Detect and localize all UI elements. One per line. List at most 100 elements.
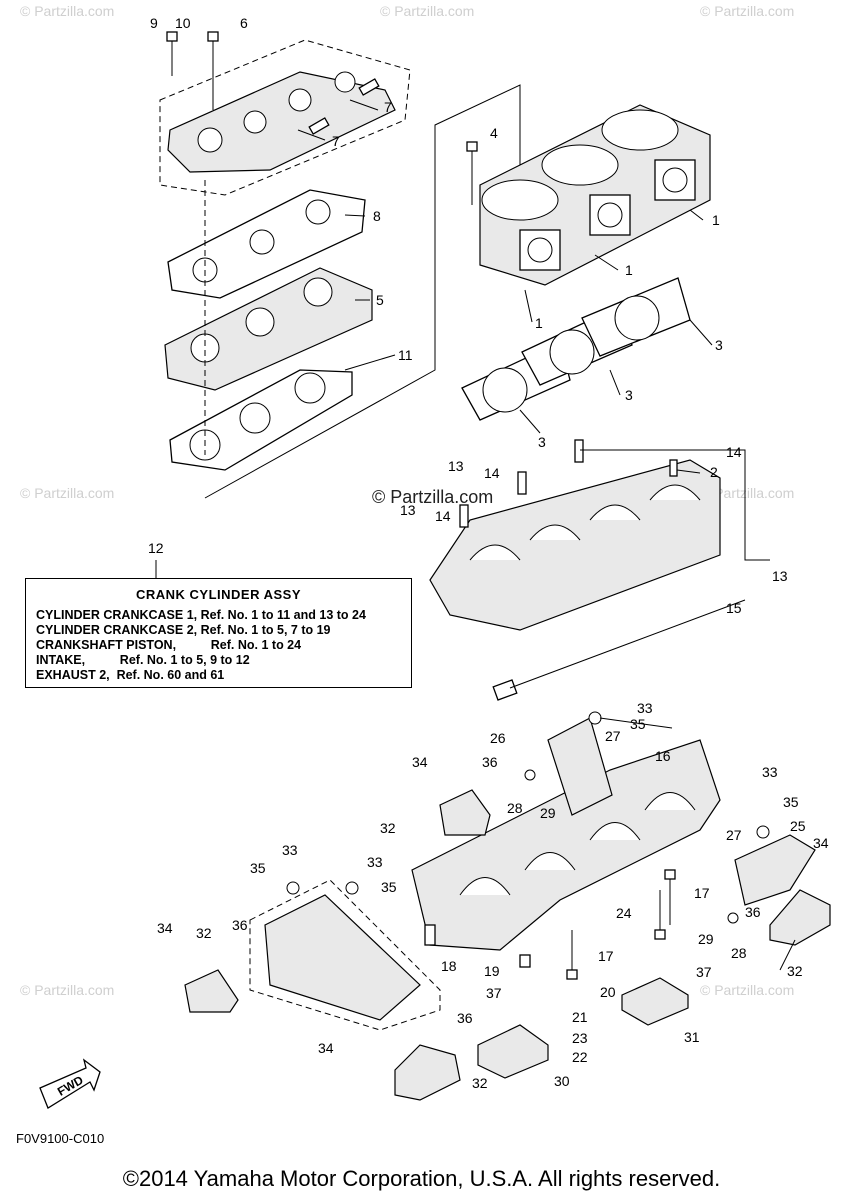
- callout: 14: [726, 444, 742, 460]
- watermark: © Partzilla.com: [20, 982, 114, 998]
- callout: 19: [484, 963, 500, 979]
- copyright-notice: ©2014 Yamaha Motor Corporation, U.S.A. A…: [122, 1166, 721, 1191]
- callout: 7: [384, 99, 392, 115]
- assembly-reference-box: CRANK CYLINDER ASSY CYLINDER CRANKCASE 1…: [25, 578, 412, 688]
- callout: 16: [655, 748, 671, 764]
- callout: 36: [232, 917, 248, 933]
- callout: 13: [772, 568, 788, 584]
- assembly-line: CYLINDER CRANKCASE 2, Ref. No. 1 to 5, 7…: [36, 623, 331, 637]
- callout: 18: [441, 958, 457, 974]
- watermark: © Partzilla.com: [700, 982, 794, 998]
- callout: 23: [572, 1030, 588, 1046]
- engine-mounts: [184, 711, 831, 1101]
- callout: 3: [625, 387, 633, 403]
- callout: 30: [554, 1073, 570, 1089]
- callout: 24: [616, 905, 632, 921]
- callout: 32: [196, 925, 212, 941]
- callout: 34: [412, 754, 428, 770]
- callout: 4: [490, 125, 498, 141]
- callout: 9: [150, 15, 158, 31]
- callout: 6: [240, 15, 248, 31]
- crankcase-upper: [429, 459, 721, 631]
- callout: 17: [694, 885, 710, 901]
- callout: 3: [538, 434, 546, 450]
- callout: 34: [318, 1040, 334, 1056]
- upper-crankcase: [429, 439, 770, 701]
- callout: 25: [790, 818, 806, 834]
- callout: 20: [600, 984, 616, 1000]
- callout: 8: [373, 208, 381, 224]
- callout: 35: [250, 860, 266, 876]
- lower-crankcase: [411, 717, 816, 980]
- callout: 22: [572, 1049, 588, 1065]
- callout: 14: [484, 465, 500, 481]
- callout: 13: [448, 458, 464, 474]
- engine-mount: [394, 1044, 461, 1101]
- intake-manifold: [547, 717, 613, 816]
- callout: 27: [605, 728, 621, 744]
- callout: 32: [472, 1075, 488, 1091]
- callout: 35: [381, 879, 397, 895]
- callout: 1: [535, 315, 543, 331]
- callout: 13: [400, 502, 416, 518]
- callout: 36: [457, 1010, 473, 1026]
- callout: 21: [572, 1009, 588, 1025]
- callout: 26: [490, 730, 506, 746]
- watermark: © Partzilla.com: [700, 3, 794, 19]
- crankcase-lower: [411, 739, 721, 951]
- assembly-line: CRANKSHAFT PISTON, Ref. No. 1 to 24: [36, 638, 302, 652]
- callout: 28: [731, 945, 747, 961]
- callout: 34: [157, 920, 173, 936]
- callout-labels: 9 10 6 7 7 8 5 11 4 1 1 1 3 3 3 14 13 14…: [148, 15, 829, 1091]
- callout: 17: [598, 948, 614, 964]
- callout: 33: [282, 842, 298, 858]
- engine-mount: [439, 789, 491, 836]
- callout: 10: [175, 15, 191, 31]
- engine-mount: [184, 969, 239, 1013]
- callout: 27: [726, 827, 742, 843]
- engine-bracket: [734, 834, 816, 906]
- engine-mount: [769, 889, 831, 946]
- callout: 29: [540, 805, 556, 821]
- callout: 29: [698, 931, 714, 947]
- damper: [477, 1024, 549, 1079]
- watermark: © Partzilla.com: [20, 485, 114, 501]
- callout: 34: [813, 835, 829, 851]
- callout: 33: [637, 700, 653, 716]
- callout: 32: [787, 963, 803, 979]
- base-gaskets: [461, 277, 691, 421]
- callout: 36: [482, 754, 498, 770]
- callout: 11: [398, 347, 413, 363]
- figure-code: F0V9100-C010: [16, 1131, 105, 1146]
- watermark: © Partzilla.com: [700, 485, 794, 501]
- callout: 37: [696, 964, 712, 980]
- damper: [621, 977, 689, 1026]
- cylinder-head-group: [159, 31, 521, 499]
- watermarks: © Partzilla.com © Partzilla.com © Partzi…: [20, 3, 794, 998]
- watermark: © Partzilla.com: [380, 3, 474, 19]
- callout: 33: [762, 764, 778, 780]
- callout: 2: [710, 464, 718, 480]
- callout: 1: [712, 212, 720, 228]
- callout: 5: [376, 292, 384, 308]
- callout: 1: [625, 262, 633, 278]
- callout: 32: [380, 820, 396, 836]
- watermark: © Partzilla.com: [20, 3, 114, 19]
- callout: 12: [148, 540, 164, 556]
- assembly-line: EXHAUST 2, Ref. No. 60 and 61: [36, 668, 225, 682]
- engine-side-view: [249, 879, 441, 1031]
- cylinder-head-cover: [167, 71, 396, 173]
- callout: 37: [486, 985, 502, 1001]
- callout: 15: [726, 600, 742, 616]
- cylinder-group: [466, 104, 711, 286]
- assembly-line: CYLINDER CRANKCASE 1, Ref. No. 1 to 11 a…: [36, 608, 366, 622]
- callout: 28: [507, 800, 523, 816]
- callout: 14: [435, 508, 451, 524]
- callout: 36: [745, 904, 761, 920]
- callout: 33: [367, 854, 383, 870]
- fwd-arrow: FWD: [39, 1058, 101, 1109]
- watermark-center: © Partzilla.com: [372, 487, 493, 507]
- callout: 7: [332, 133, 340, 149]
- assembly-title: CRANK CYLINDER ASSY: [135, 587, 302, 602]
